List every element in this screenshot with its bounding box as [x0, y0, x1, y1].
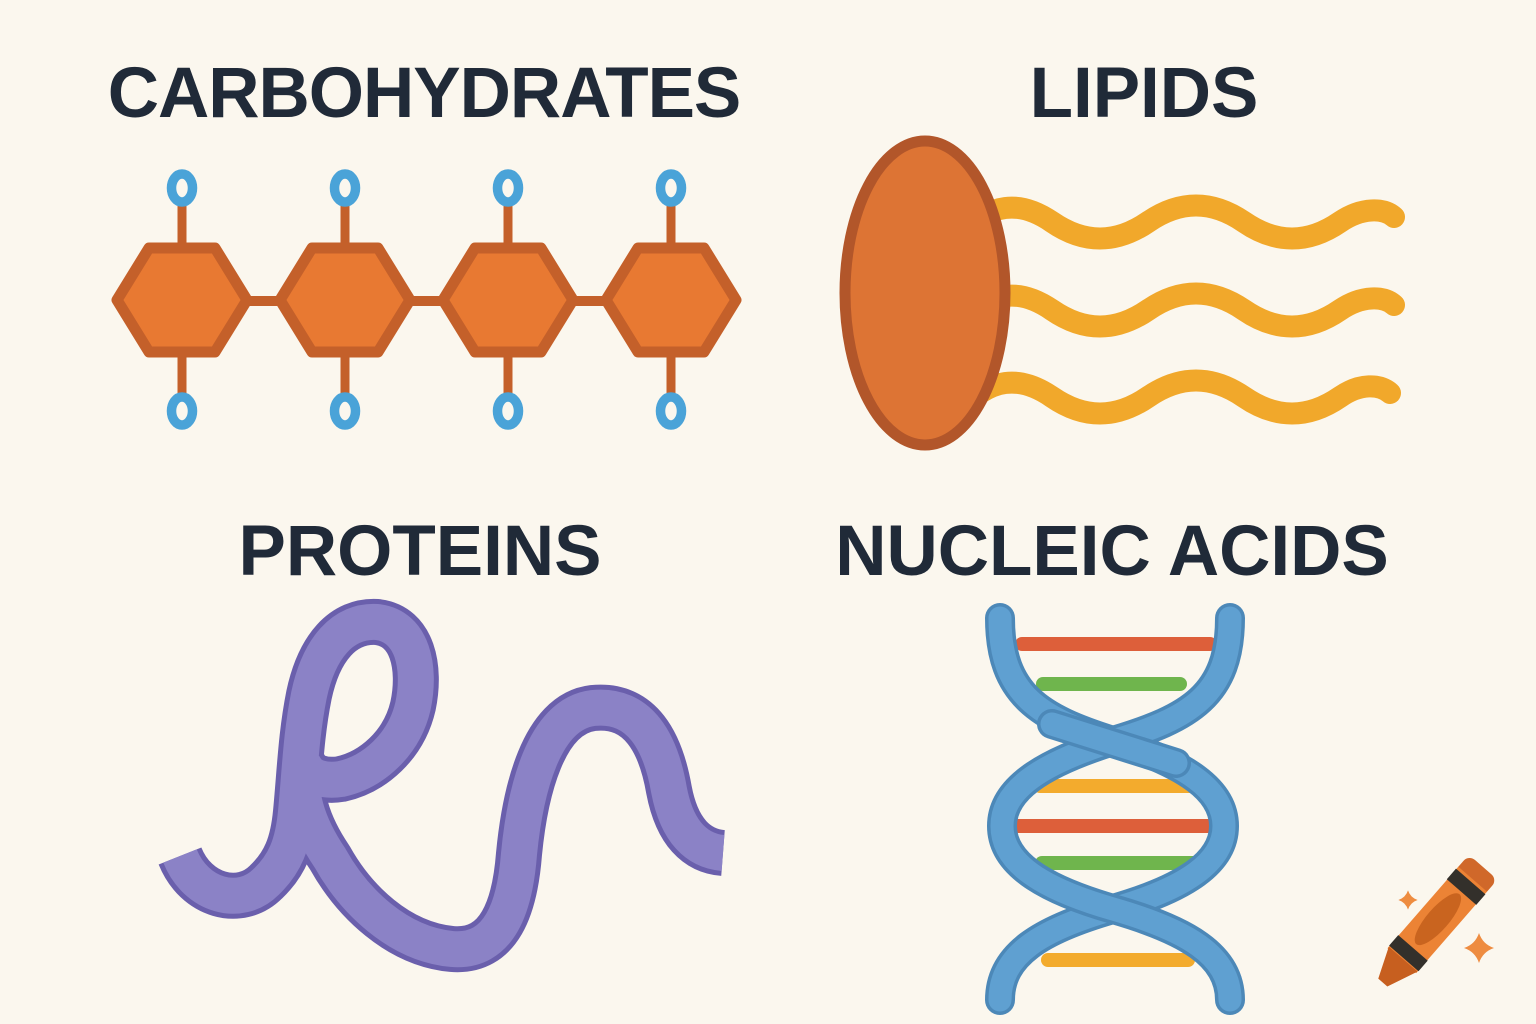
- nucleic-acids-title: NUCLEIC ACIDS: [835, 512, 1389, 591]
- oxygen-ring: [329, 169, 361, 207]
- fatty-acid-tail: [949, 369, 1401, 425]
- sparkle-icon: [1398, 890, 1418, 910]
- crayon-label-oval: [1414, 893, 1462, 946]
- protein-ribbon-graphic: [158, 598, 727, 973]
- fatty-acid-tail: [949, 282, 1405, 338]
- crayon-stripe: [1389, 935, 1428, 972]
- oxygen-ring: [492, 392, 524, 430]
- oxygen-ring: [492, 169, 524, 207]
- carbohydrates-title: CARBOHYDRATES: [107, 54, 742, 133]
- crayon-tip: [1378, 946, 1418, 987]
- hexagon-ring: [274, 242, 416, 358]
- proteins-title: PROTEINS: [238, 512, 602, 591]
- oxygen-ring: [329, 392, 361, 430]
- oxygen-ring: [655, 169, 687, 207]
- crayon-body: [1387, 866, 1488, 974]
- sugar-monomer: [437, 169, 579, 430]
- lipid-graphic: [839, 135, 1405, 451]
- crayon-butt: [1456, 857, 1495, 895]
- fatty-acid-tail: [949, 194, 1405, 250]
- oxygen-ring: [166, 169, 198, 207]
- dna-helix-graphic: [985, 603, 1245, 1015]
- lipids-title: LIPIDS: [1029, 54, 1259, 133]
- oxygen-ring: [655, 392, 687, 430]
- sugar-monomer: [111, 169, 253, 430]
- hexagon-ring: [437, 242, 579, 358]
- crayon-icon: [1378, 857, 1495, 987]
- hexagon-ring: [600, 242, 742, 358]
- crayon-stripe: [1446, 868, 1486, 905]
- sugar-monomer: [274, 169, 416, 430]
- sparkle-icon: [1464, 933, 1494, 963]
- carbohydrate-chain-graphic: [111, 169, 742, 430]
- lipid-head: [839, 135, 1011, 451]
- oxygen-ring: [166, 392, 198, 430]
- hexagon-ring: [111, 242, 253, 358]
- crayon-logo: [1378, 857, 1495, 987]
- sugar-monomer: [600, 169, 742, 430]
